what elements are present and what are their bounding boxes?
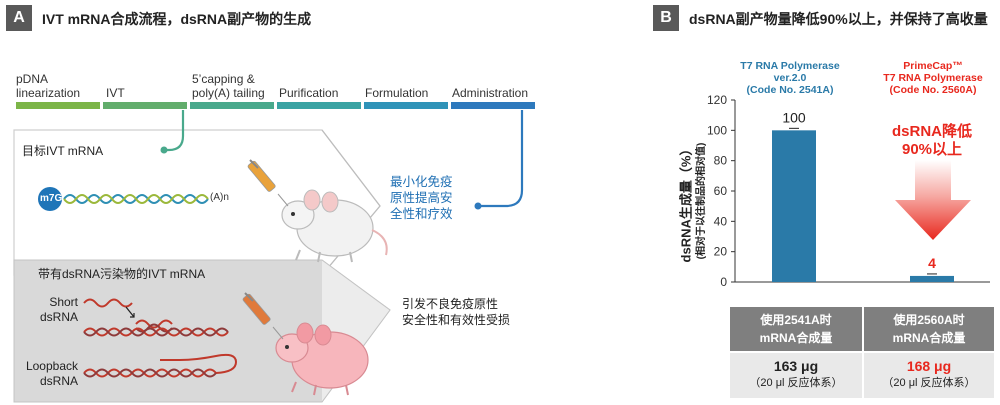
- table-header-2: 使用2560A时 mRNA合成量: [864, 307, 994, 351]
- cap-circle: [38, 187, 62, 211]
- step-4-bar: [277, 102, 361, 109]
- bar-1: [772, 130, 816, 282]
- reduction-line1: dsRNA降低: [891, 123, 972, 140]
- y-tick-label: 0: [720, 275, 727, 289]
- table-header-1: 使用2541A时 mRNA合成量: [730, 307, 862, 351]
- target-mrna-label: 目标IVT mRNA: [22, 144, 104, 158]
- step-1-bar: [16, 102, 100, 109]
- bar-1-value-label: 100: [782, 109, 806, 125]
- enzyme1-line2: ver.2.0: [773, 72, 807, 84]
- enzyme1-line1: T7 RNA Polymerase: [740, 60, 840, 72]
- syringe-upper-illustration: [247, 159, 289, 207]
- enzyme2-line2: T7 RNA Polymerase: [883, 72, 983, 84]
- step-4-label: Purification: [279, 86, 339, 100]
- short-label-line2: dsRNA: [39, 310, 78, 324]
- blue-note-line3: 全性和疗效: [390, 207, 453, 221]
- y-tick-label: 40: [714, 214, 728, 228]
- step-3-label-line1: 5’capping &: [192, 72, 255, 86]
- short-dsrna-illustration: [83, 298, 229, 337]
- panel-a-letter: A: [6, 5, 32, 31]
- enzyme2-line1: PrimeCap™: [903, 60, 963, 72]
- enzyme1-line3: (Code No. 2541A): [746, 84, 834, 96]
- enzyme2-label: PrimeCap™ T7 RNA Polymerase (Code No. 25…: [858, 60, 1000, 96]
- y-tick-label: 120: [707, 95, 727, 107]
- blue-note-line2: 原性提高安: [390, 191, 453, 205]
- polya-label: (A)n: [210, 192, 229, 203]
- blue-note-line1: 最小化免疫: [390, 175, 453, 189]
- enzyme2-line3: (Code No. 2560A): [889, 84, 977, 96]
- short-label-line1: Short: [49, 295, 78, 309]
- table-header-2-line2: mRNA合成量: [892, 331, 966, 345]
- ivt-connector: [165, 110, 185, 152]
- table-sub-1: （20 μl 反应体系）: [749, 377, 843, 389]
- panel-b-letter: B: [653, 5, 679, 31]
- y-tick-label: 60: [714, 184, 728, 198]
- table-cell-1: 163 μg （20 μl 反应体系）: [730, 353, 862, 398]
- table-cell-2: 168 μg （20 μl 反应体系）: [864, 353, 994, 398]
- step-5-label: Formulation: [365, 86, 429, 100]
- table-value-1: 163 μg: [773, 358, 819, 374]
- panel-a-title: IVT mRNA合成流程，dsRNA副产物的生成: [42, 11, 312, 27]
- bar-2: [910, 275, 954, 282]
- step-5-bar: [364, 102, 448, 109]
- step-2-label: IVT: [106, 86, 125, 100]
- y-tick-label: 20: [714, 245, 728, 259]
- cap-label: m7G: [40, 193, 63, 204]
- reduction-line2: 90%以上: [901, 141, 963, 158]
- step-3-bar: [190, 102, 274, 109]
- admin-connector: [480, 110, 524, 208]
- y-tick-label: 100: [707, 123, 727, 137]
- table-value-2: 168 μg: [906, 358, 952, 374]
- table-sub-2: （20 μl 反应体系）: [882, 377, 976, 389]
- bad-note-line1: 引发不良免疫原性: [402, 297, 499, 311]
- syringe-lower-illustration: [242, 292, 284, 340]
- loopback-dsrna-illustration: [83, 353, 238, 378]
- reduction-label: dsRNA降低 90%以上: [872, 123, 992, 159]
- down-arrow-icon: [895, 160, 971, 240]
- loop-label-line2: dsRNA: [39, 374, 78, 388]
- step-2-bar: [103, 102, 187, 109]
- table-header-1-line2: mRNA合成量: [759, 331, 833, 345]
- enzyme1-label: T7 RNA Polymerase ver.2.0 (Code No. 2541…: [715, 60, 865, 96]
- y-tick-label: 80: [714, 154, 728, 168]
- table-header-1-line1: 使用2541A时: [760, 313, 832, 327]
- table-header-2-line1: 使用2560A时: [893, 313, 965, 327]
- mouse-pink-illustration: [275, 322, 369, 396]
- step-1-label-line2: linearization: [16, 86, 81, 100]
- dsrna-bar-chart: 0 20 40 60 80 100 120 100 4: [707, 95, 990, 289]
- loop-label-line1: Loopback: [25, 359, 78, 373]
- step-6-bar: [451, 102, 535, 109]
- step-3-label-line2: poly(A) tailing: [192, 86, 265, 100]
- ivt-illustration: [13, 110, 524, 403]
- bad-note-line2: 安全性和有效性受损: [402, 313, 511, 327]
- panel-b-title: dsRNA副产物量降低90%以上，并保持了高收量: [689, 11, 988, 27]
- mrna-helix: [63, 194, 209, 204]
- bar-2-value-label: 4: [928, 255, 936, 271]
- mouse-white-illustration: [281, 189, 388, 263]
- step-1-label-line1: pDNA: [16, 72, 49, 86]
- step-6-label: Administration: [452, 86, 529, 100]
- contaminated-label: 带有dsRNA污染物的IVT mRNA: [38, 267, 206, 281]
